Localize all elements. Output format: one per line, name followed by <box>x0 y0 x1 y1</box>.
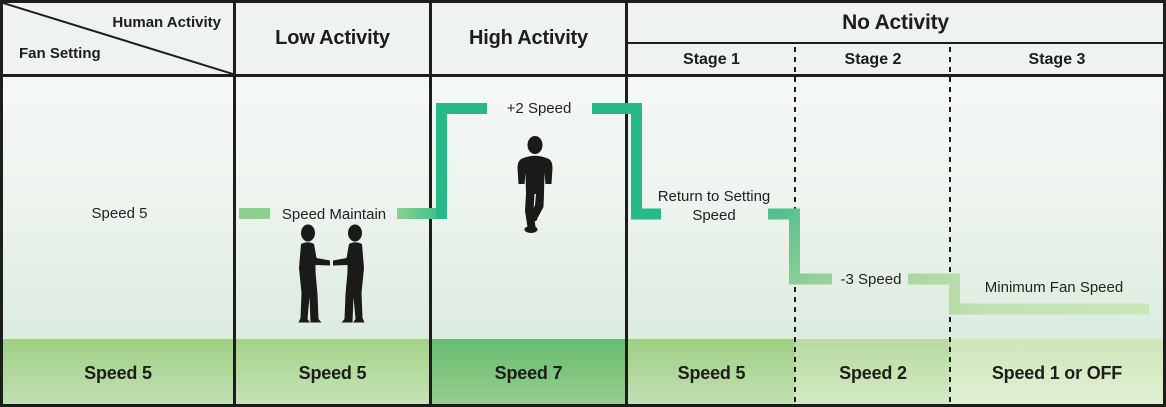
row-stage1-value: Speed 5 <box>677 362 746 383</box>
column-border-1 <box>233 3 236 404</box>
no-activity-title-cell: No Activity <box>628 3 1163 44</box>
no-activity-label: No Activity <box>842 10 949 34</box>
body-speed-maintain-label: Speed Maintain <box>281 206 387 223</box>
row-high-value: Speed 7 <box>494 362 563 383</box>
header-no-activity: No Activity Stage 1 Stage 2 Stage 3 <box>628 3 1163 74</box>
body-return-to-setting-label: Return to Setting Speed <box>657 188 771 224</box>
person-left <box>298 224 330 323</box>
column-border-3 <box>625 3 628 404</box>
corner-human-activity-label: Human Activity <box>112 14 221 31</box>
stage-divider-1-2 <box>794 47 796 404</box>
stage-1-label: Stage 1 <box>683 51 740 68</box>
body-minimum-fan-speed-label: Minimum Fan Speed <box>984 279 1124 296</box>
body-fan-setting-speed: Speed 5 <box>91 205 148 222</box>
two-people-talking-icon <box>298 224 365 323</box>
stage-1-header: Stage 1 <box>628 46 795 74</box>
header-bottom-border <box>3 74 1163 77</box>
row-cell-high-activity: Speed 7 <box>432 339 625 404</box>
stage-divider-2-3 <box>949 47 951 404</box>
diagonal-divider <box>3 3 233 74</box>
row-cell-stage-2: Speed 2 <box>795 339 951 404</box>
stage-3-label: Stage 3 <box>1028 51 1086 68</box>
person-right <box>333 224 365 323</box>
row-cell-fan-setting: Speed 5 <box>3 339 233 404</box>
column-border-2 <box>429 3 432 404</box>
person-running-icon <box>517 136 553 233</box>
row-fan-setting-value: Speed 5 <box>84 362 152 383</box>
stage-3-header: Stage 3 <box>951 46 1163 74</box>
body-plus2-speed-label: +2 Speed <box>506 100 572 117</box>
row-cell-low-activity: Speed 5 <box>236 339 429 404</box>
header-low-activity: Low Activity <box>236 3 429 74</box>
low-activity-label: Low Activity <box>275 27 390 49</box>
row-stage3-value: Speed 1 or OFF <box>991 362 1123 383</box>
header-high-activity: High Activity <box>432 3 625 74</box>
row-stage2-value: Speed 2 <box>839 362 907 383</box>
row-cell-stage-3: Speed 1 or OFF <box>951 339 1163 404</box>
row-low-value: Speed 5 <box>298 362 367 383</box>
stage-2-header: Stage 2 <box>795 46 951 74</box>
body-minus3-speed-label: -3 Speed <box>840 271 902 288</box>
corner-fan-setting-label: Fan Setting <box>19 45 101 62</box>
stage-2-label: Stage 2 <box>844 51 902 68</box>
row-cell-stage-1: Speed 5 <box>628 339 795 404</box>
header-corner-cell: Human Activity Fan Setting <box>3 3 233 74</box>
high-activity-label: High Activity <box>469 27 588 49</box>
